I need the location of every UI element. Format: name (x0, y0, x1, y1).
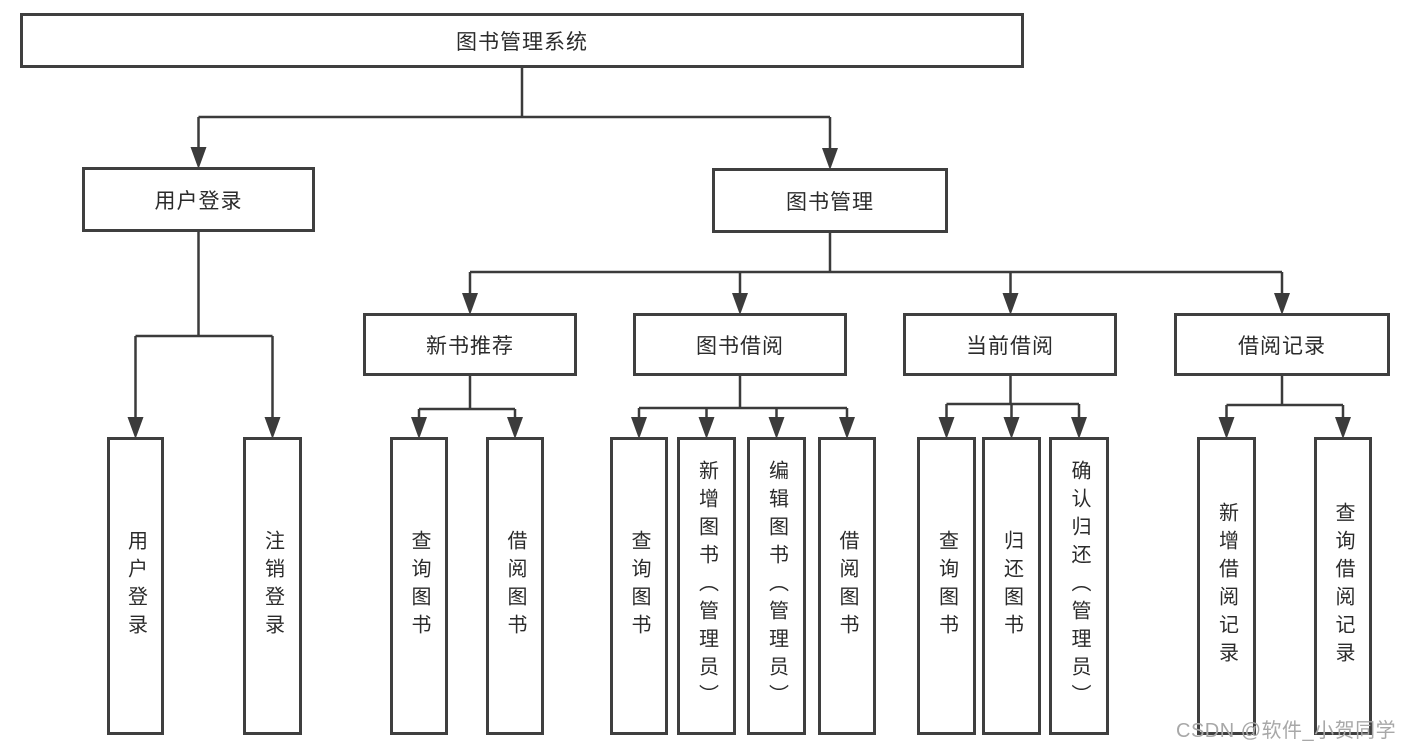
leaf-label: 查询图书 (628, 530, 650, 642)
node-current-borrowing: 当前借阅 (903, 313, 1117, 376)
watermark: CSDN @软件_小贺同学 (1176, 720, 1397, 742)
leaf-user-login: 用户登录 (107, 437, 164, 735)
leaf-confirm-return-admin: 确认归还（管理员） (1049, 437, 1109, 735)
node-book-borrowing: 图书借阅 (633, 313, 847, 376)
connector-root (197, 68, 832, 153)
connector-book-management (468, 233, 1284, 298)
arrowheads (127, 147, 1351, 439)
leaf-logout-login: 注销登录 (243, 437, 302, 735)
leaf-label: 查询借阅记录 (1332, 502, 1354, 670)
leaf-add-borrow-record: 新增借阅记录 (1197, 437, 1256, 735)
leaf-query-books-current: 查询图书 (917, 437, 976, 735)
leaf-label: 用户登录 (124, 530, 147, 642)
node-root: 图书管理系统 (20, 13, 1024, 68)
connector-user-login (134, 232, 274, 422)
leaf-label: 归还图书 (1000, 530, 1023, 642)
leaf-query-books-borrowing: 查询图书 (610, 437, 668, 735)
connector-book-borrowing (637, 376, 849, 422)
leaf-label: 注销登录 (261, 530, 284, 642)
leaf-label: 借阅图书 (504, 530, 526, 642)
leaf-label: 借阅图书 (836, 530, 858, 642)
connector-current-borrowing (945, 376, 1081, 422)
leaf-label: 查询图书 (935, 530, 958, 642)
leaf-add-books-admin: 新增图书（管理员） (677, 437, 736, 735)
leaf-label: 确认归还（管理员） (1068, 460, 1090, 712)
node-borrowing-records: 借阅记录 (1174, 313, 1390, 376)
leaf-query-books-recommend: 查询图书 (390, 437, 448, 735)
leaf-return-books: 归还图书 (982, 437, 1041, 735)
connector-borrowing-records (1225, 376, 1345, 422)
node-book-management: 图书管理 (712, 168, 948, 233)
node-user-login: 用户登录 (82, 167, 315, 232)
connector-new-book (417, 376, 517, 422)
leaf-borrow-books-borrowing: 借阅图书 (818, 437, 876, 735)
leaf-query-borrow-record: 查询借阅记录 (1314, 437, 1372, 735)
node-new-book-recommendation: 新书推荐 (363, 313, 577, 376)
leaf-label: 新增借阅记录 (1215, 502, 1238, 670)
leaf-edit-books-admin: 编辑图书（管理员） (747, 437, 806, 735)
leaf-label: 新增图书（管理员） (695, 460, 718, 712)
leaf-label: 查询图书 (408, 530, 430, 642)
leaf-label: 编辑图书（管理员） (765, 460, 788, 712)
leaf-borrow-books-recommend: 借阅图书 (486, 437, 544, 735)
